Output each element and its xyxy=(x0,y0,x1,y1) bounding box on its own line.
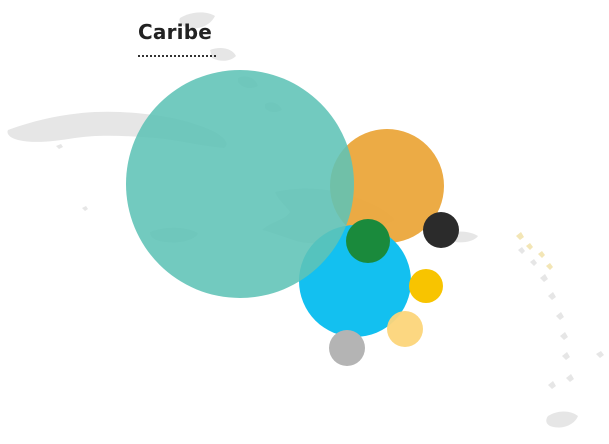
island-minor-3 xyxy=(538,251,545,258)
bubble-layer xyxy=(126,70,459,366)
island-antilles-4 xyxy=(548,292,556,300)
region-title: Caribe xyxy=(138,20,212,44)
island-bahamas-1 xyxy=(179,12,215,29)
title-underline xyxy=(138,55,216,57)
orange-bubble[interactable] xyxy=(330,129,444,243)
gray-bubble[interactable] xyxy=(329,330,365,366)
island-antilles-3 xyxy=(540,274,548,282)
island-minor-2 xyxy=(526,243,533,250)
island-antilles-7 xyxy=(562,352,570,360)
island-bahamas-2 xyxy=(210,48,236,61)
light-yellow-bubble[interactable] xyxy=(387,311,423,347)
island-islet-1 xyxy=(82,206,88,211)
island-antilles-2 xyxy=(530,259,537,266)
island-minor-1 xyxy=(516,232,524,240)
island-trinidad xyxy=(546,411,578,428)
yellow-bubble[interactable] xyxy=(409,269,443,303)
island-antilles-8 xyxy=(566,374,574,382)
dark-green-overlap-bubble[interactable] xyxy=(346,219,390,263)
large-teal-bubble[interactable] xyxy=(126,70,354,298)
island-antilles-1 xyxy=(518,247,525,254)
island-antilles-6 xyxy=(560,332,568,340)
island-minor-4 xyxy=(546,263,553,270)
island-antilles-5 xyxy=(556,312,564,320)
island-islet-2 xyxy=(56,144,63,149)
island-antilles-9 xyxy=(548,381,556,389)
island-tobago xyxy=(596,351,604,358)
dark-gray-bubble[interactable] xyxy=(423,212,459,248)
